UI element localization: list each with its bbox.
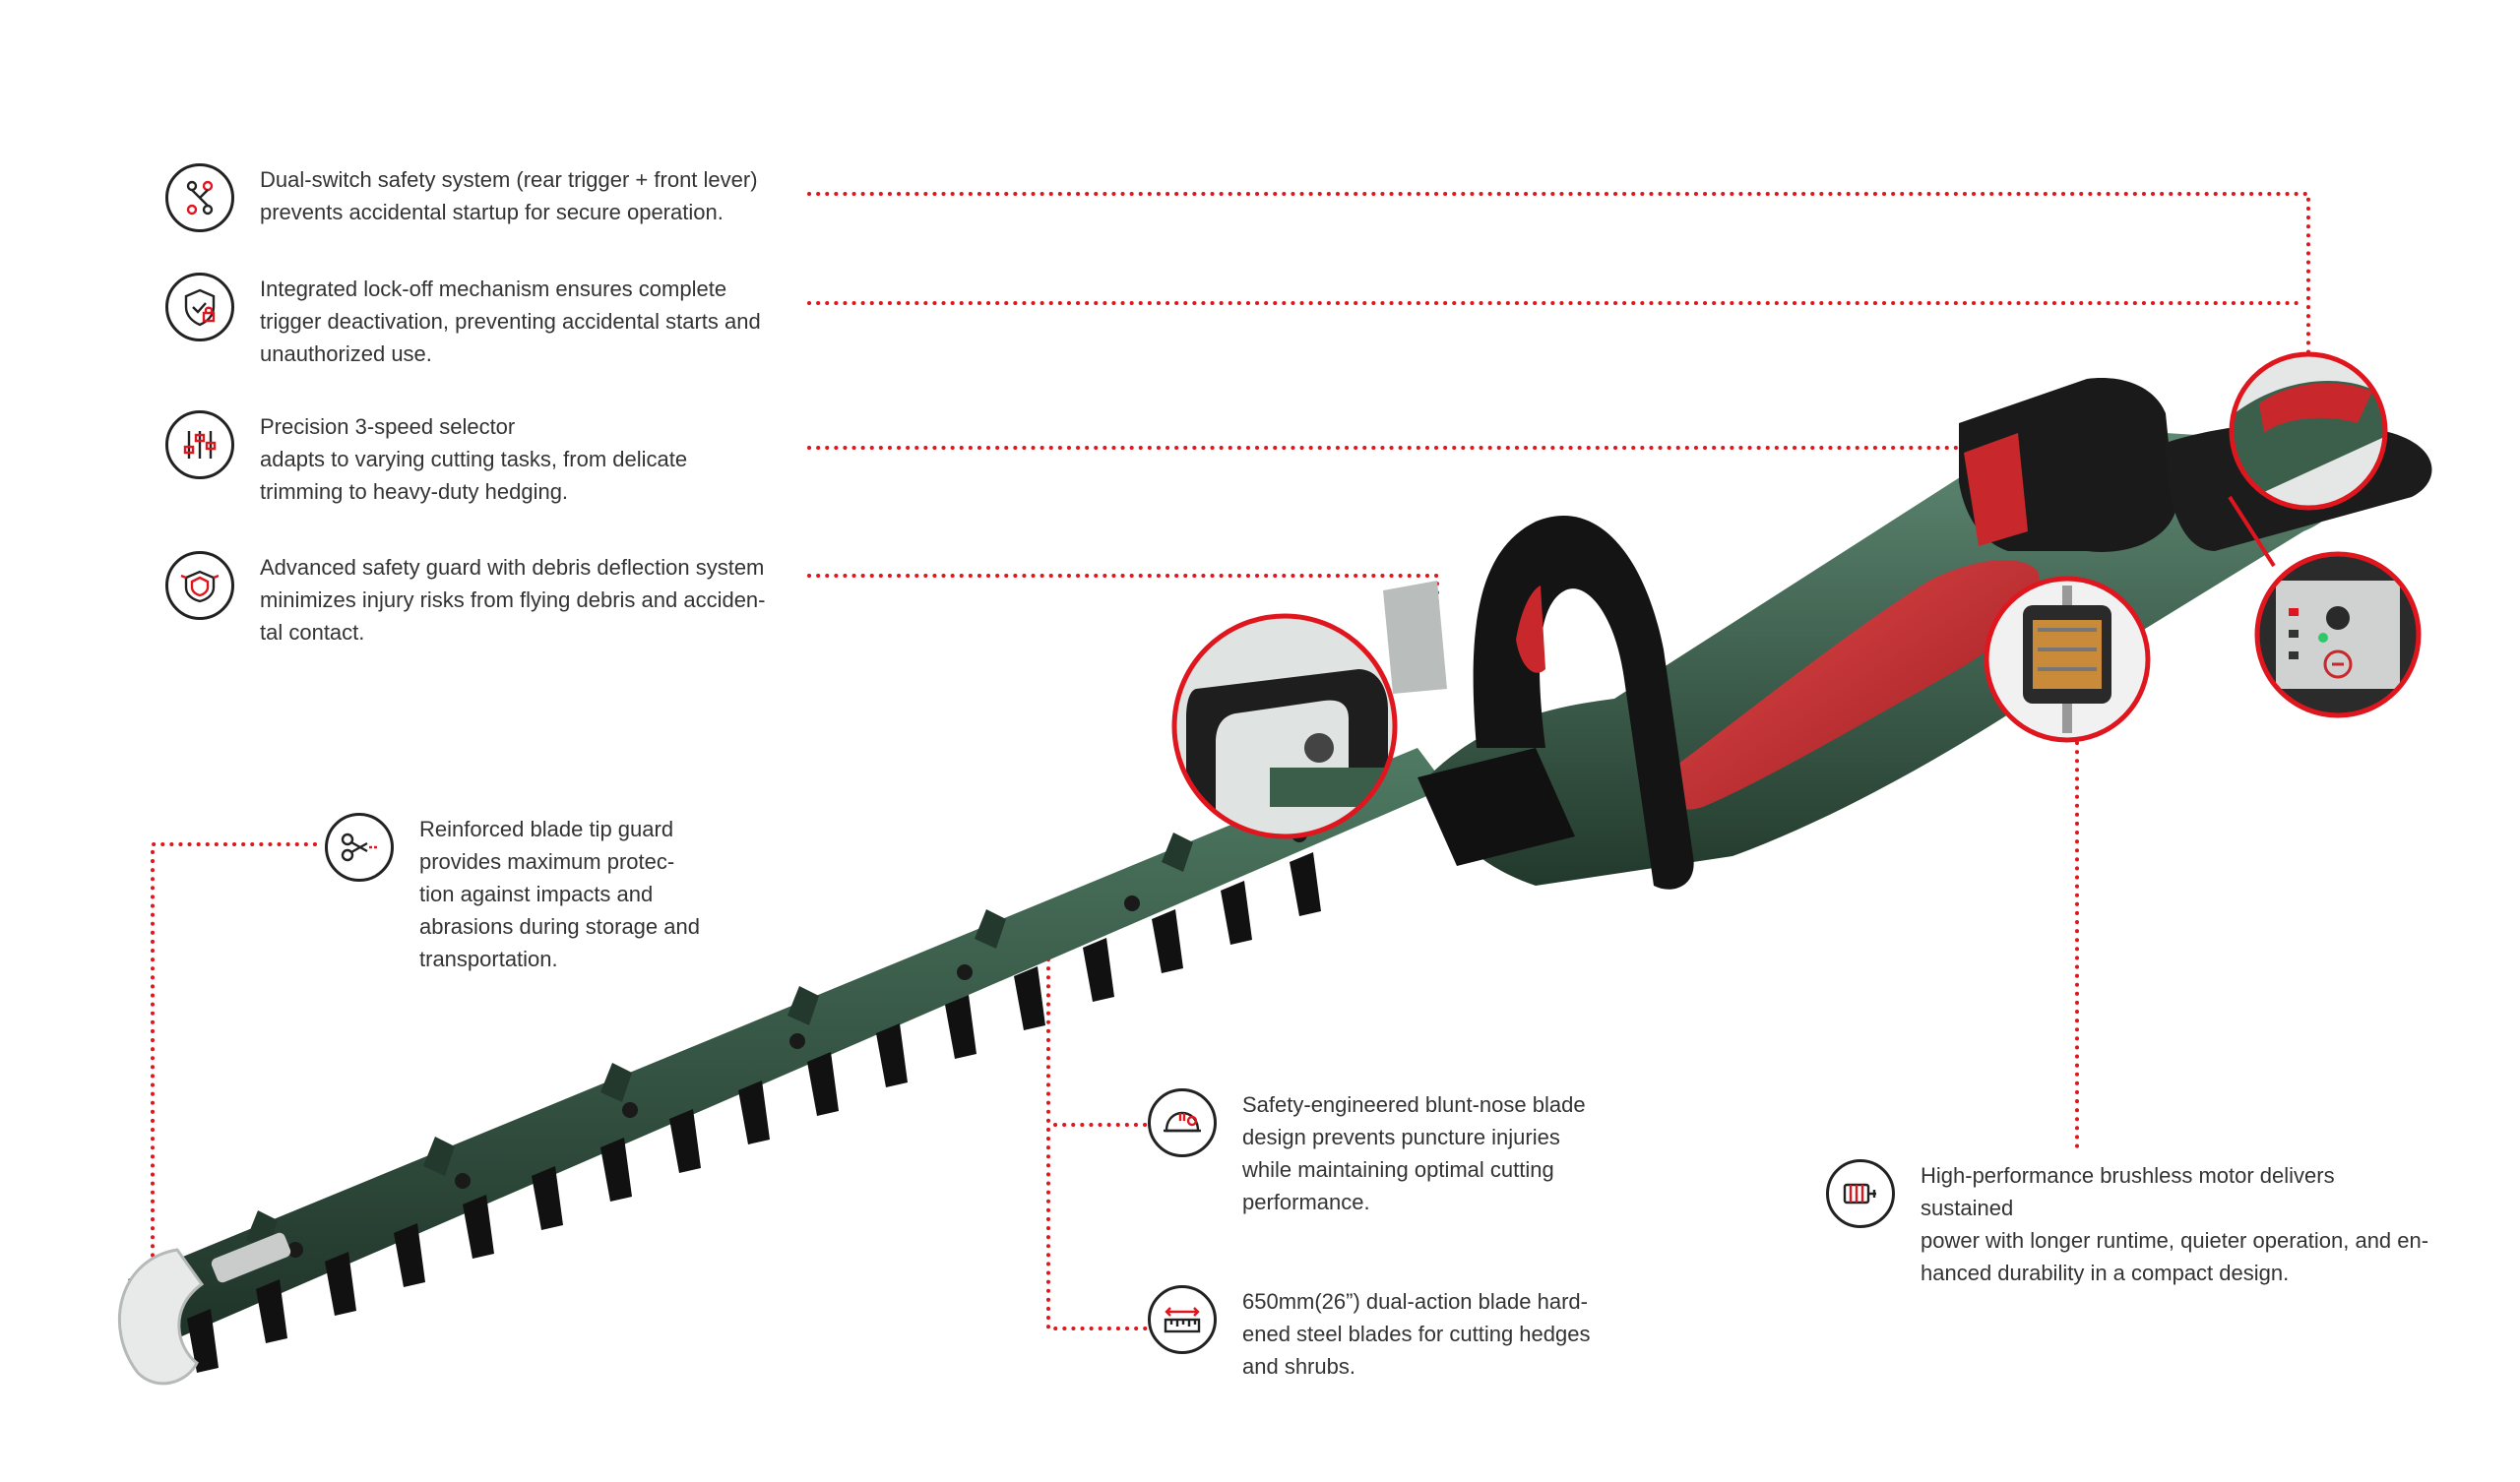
- callout-lines: [151, 192, 2310, 1330]
- motor-icon: [1826, 1159, 1895, 1228]
- feature-dual-switch: Dual-switch safety system (rear trigger …: [165, 163, 772, 232]
- guard-shield-icon: [165, 551, 234, 620]
- feature-text: Advanced safety guard with debris deflec…: [260, 555, 766, 645]
- feature-text: Reinforced blade tip guard provides maxi…: [419, 817, 700, 971]
- scissors-icon: [325, 813, 394, 882]
- feature-brushless-motor: High-performance brushless motor deliver…: [1826, 1159, 2432, 1289]
- zoom-trigger: [2232, 354, 2385, 508]
- feature-speed-selector: Precision 3-speed selector adapts to var…: [165, 410, 772, 508]
- feature-text: High-performance brushless motor deliver…: [1921, 1163, 2429, 1285]
- sliders-icon: [165, 410, 234, 479]
- shield-lock-icon: [165, 273, 234, 341]
- zoom-motor: [1986, 579, 2148, 740]
- feature-text: Precision 3-speed selector adapts to var…: [260, 414, 688, 504]
- feature-blunt-nose: Safety-engineered blunt-nose blade desig…: [1148, 1088, 1586, 1218]
- switch-network-icon: [165, 163, 234, 232]
- zoom-circle-trigger: [2229, 351, 2388, 511]
- feature-text: 650mm(26”) dual-action blade hard- ened …: [1242, 1289, 1591, 1379]
- zoom-safety-guard: [1174, 616, 1395, 836]
- zoom-circle-motor: [1984, 576, 2151, 743]
- feature-lock-off: Integrated lock-off mechanism ensures co…: [165, 273, 772, 370]
- feature-text: Integrated lock-off mechanism ensures co…: [260, 277, 761, 366]
- zoom-circle-panel: [2254, 551, 2422, 718]
- feature-text: Dual-switch safety system (rear trigger …: [260, 167, 758, 224]
- feature-blade-tip-guard: Reinforced blade tip guard provides maxi…: [325, 813, 700, 975]
- feature-blade-length: 650mm(26”) dual-action blade hard- ened …: [1148, 1285, 1590, 1383]
- zoom-control-panel: [2257, 554, 2419, 715]
- zoom-circle-guard: [1171, 613, 1398, 839]
- feature-text: Safety-engineered blunt-nose blade desig…: [1242, 1092, 1586, 1214]
- feature-safety-guard: Advanced safety guard with debris deflec…: [165, 551, 772, 648]
- ruler-icon: [1148, 1285, 1217, 1354]
- blade-assembly: [117, 748, 1447, 1386]
- hard-hat-icon: [1148, 1088, 1217, 1157]
